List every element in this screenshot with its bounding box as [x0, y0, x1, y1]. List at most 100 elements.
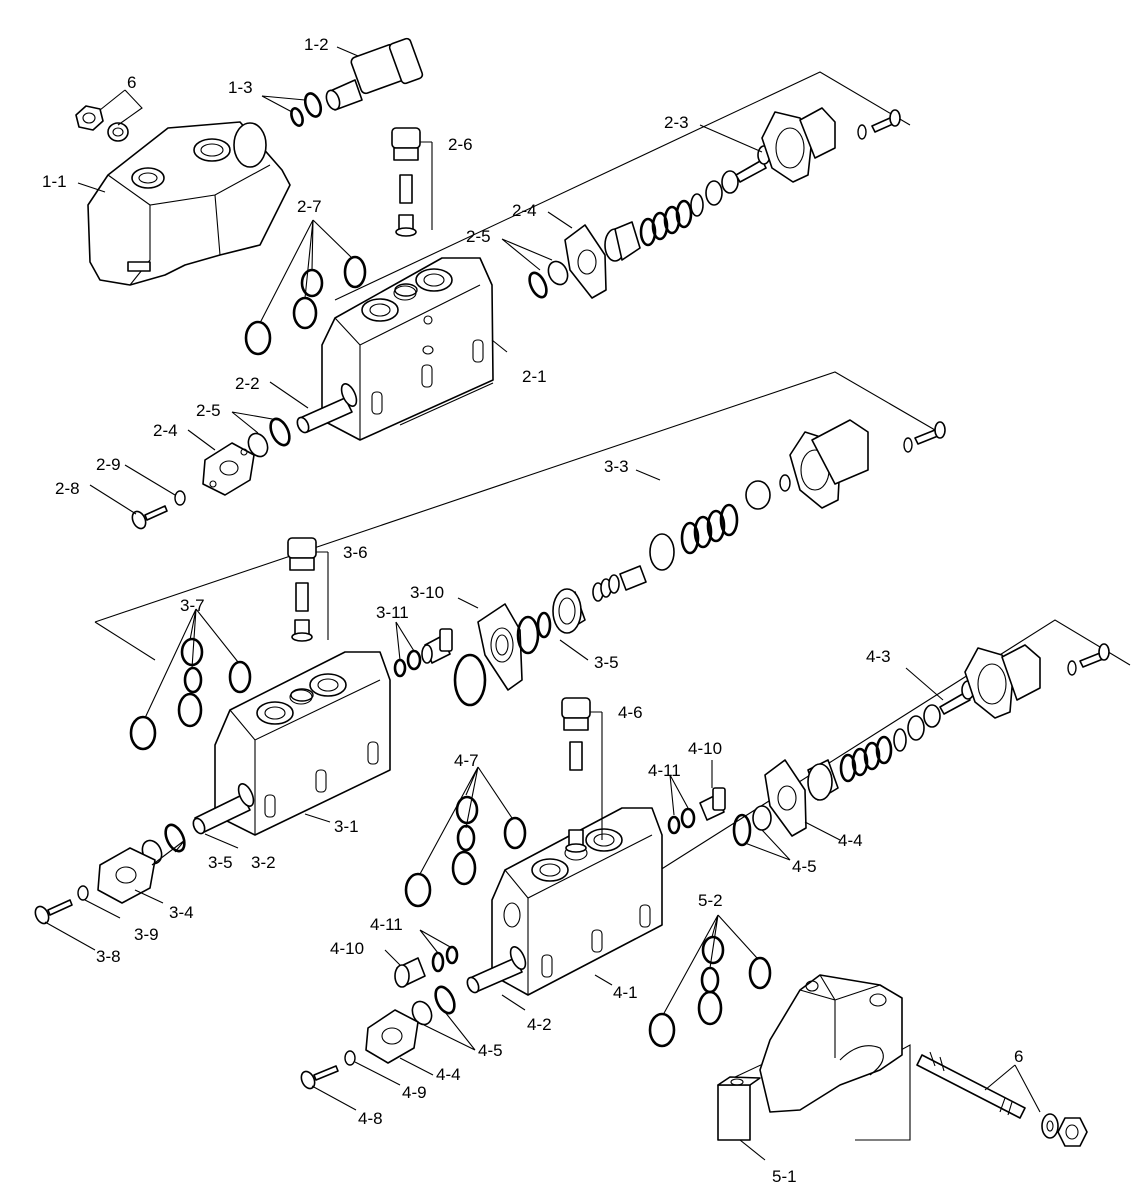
cover-plate — [365, 1009, 419, 1064]
part-label-4-10: 4-10 — [330, 939, 364, 958]
o-ring — [228, 660, 252, 694]
valve-body — [214, 651, 391, 836]
body-hole — [423, 315, 433, 325]
body-port — [369, 303, 391, 317]
o-ring — [516, 615, 540, 655]
body-slot — [367, 741, 379, 765]
spring-assembly — [552, 474, 791, 634]
o-ring — [536, 611, 552, 639]
part-label-2-5: 2-5 — [466, 227, 491, 246]
plug — [394, 957, 426, 988]
part-label-4-2: 4-2 — [527, 1015, 552, 1034]
spool — [296, 383, 358, 434]
washer — [1067, 660, 1077, 676]
housing-edge — [214, 194, 221, 256]
body-edge — [334, 257, 493, 440]
part-label-2-4: 2-4 — [512, 201, 537, 220]
check-valve — [391, 127, 421, 237]
part-label-2-1: 2-1 — [522, 367, 547, 386]
end-cover-block-top — [717, 1076, 761, 1086]
o-ring — [445, 945, 459, 965]
washer — [1041, 1113, 1059, 1139]
body-slot — [315, 769, 327, 793]
plug — [325, 37, 424, 111]
housing-port — [138, 172, 158, 184]
cover-hole — [219, 460, 239, 476]
body-edge — [504, 834, 653, 995]
o-ring — [667, 815, 681, 835]
tie-bolt — [916, 1051, 1026, 1119]
part-label-1-1: 1-1 — [42, 172, 67, 191]
part-label-2-9: 2-9 — [96, 455, 121, 474]
washer — [903, 437, 913, 453]
o-ring — [300, 268, 324, 298]
housing-port — [200, 143, 224, 157]
o-ring — [701, 935, 725, 965]
end-cover-block — [717, 1084, 751, 1141]
body-slot — [472, 339, 484, 363]
end-cover-recess — [839, 1045, 884, 1076]
cover-plate — [97, 847, 156, 904]
screw — [871, 109, 901, 133]
cover-hole — [777, 785, 797, 811]
body-port — [415, 268, 453, 292]
o-ring — [528, 271, 548, 299]
o-ring — [290, 688, 314, 702]
part-label-1-2: 1-2 — [304, 35, 329, 54]
o-ring — [404, 872, 432, 908]
washer — [174, 490, 186, 506]
part-label-2-2: 2-2 — [235, 374, 260, 393]
body-port — [256, 701, 294, 725]
reference-outline — [334, 71, 911, 426]
body-port — [317, 678, 339, 692]
screw — [914, 421, 946, 445]
o-ring — [748, 956, 772, 990]
cover-hole — [381, 1027, 403, 1045]
body-hole — [422, 345, 434, 355]
o-ring — [453, 653, 487, 707]
plug — [699, 787, 726, 821]
plug — [421, 628, 453, 664]
end-cover-hole — [869, 993, 887, 1007]
part-label-4-8: 4-8 — [358, 1109, 383, 1128]
cover-plate — [564, 224, 607, 299]
leader-lines — [44, 46, 1041, 1161]
inlet-housing-group — [75, 37, 424, 286]
check-valve — [561, 697, 591, 853]
part-label-4-4: 4-4 — [838, 831, 863, 850]
washer — [857, 124, 867, 140]
cover-hole — [115, 866, 137, 884]
o-ring — [700, 966, 720, 994]
end-cap — [964, 647, 1014, 719]
seal — [247, 432, 269, 458]
body-port — [264, 706, 286, 720]
body-slot — [421, 364, 433, 388]
section-3-group — [34, 371, 946, 925]
o-ring — [697, 990, 723, 1026]
body-port — [593, 833, 615, 847]
cover-hole — [240, 448, 248, 456]
cover-hole — [495, 634, 509, 656]
part-label-1-3: 1-3 — [228, 78, 253, 97]
part-label-2-3: 2-3 — [664, 113, 689, 132]
o-ring — [503, 816, 527, 850]
end-cover-hole — [730, 1078, 744, 1086]
cover-plate — [477, 603, 523, 691]
o-ring — [406, 649, 422, 671]
o-ring — [648, 1012, 676, 1048]
housing-port — [193, 138, 231, 162]
o-ring — [394, 283, 418, 297]
part-label-3-9: 3-9 — [134, 925, 159, 944]
washer — [77, 885, 89, 901]
end-cap-cylinder — [1001, 644, 1041, 701]
o-ring — [177, 692, 203, 728]
o-ring — [732, 813, 752, 847]
part-label-4-11: 4-11 — [648, 761, 681, 780]
o-ring — [343, 255, 367, 289]
cover-hole — [490, 627, 514, 663]
housing-edge — [129, 205, 151, 286]
body-port — [531, 858, 569, 882]
o-ring — [290, 107, 304, 127]
body-port — [423, 273, 445, 287]
